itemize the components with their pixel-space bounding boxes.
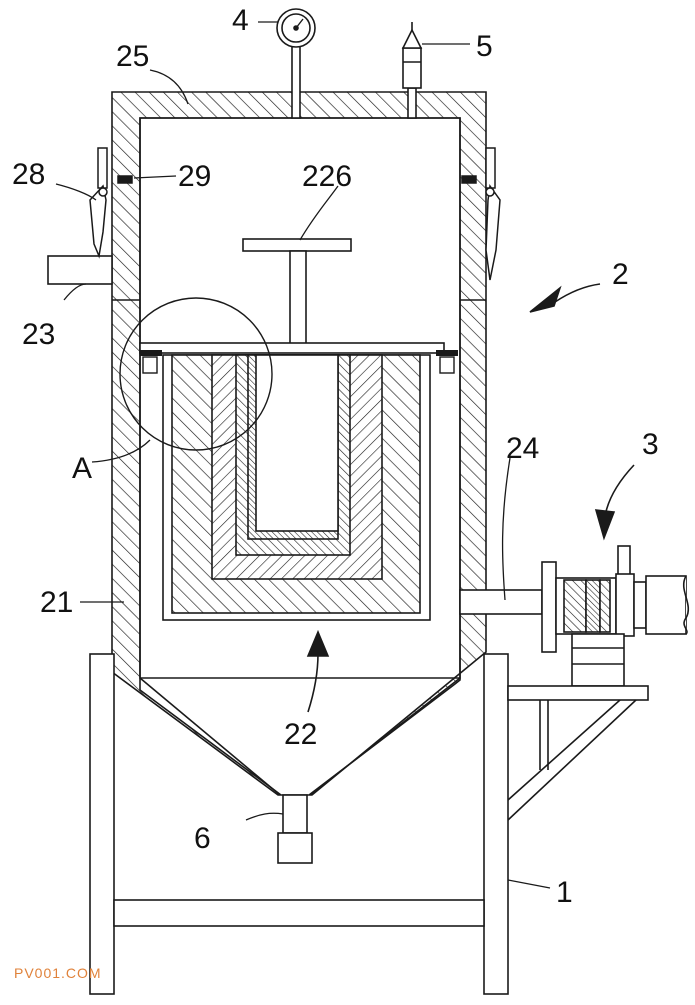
detail-circle-a	[119, 297, 273, 451]
press-rod	[242, 238, 352, 345]
press-plate	[139, 342, 445, 354]
label-2: 2	[612, 258, 629, 291]
label-a: A	[72, 452, 92, 485]
support-frame	[89, 653, 649, 995]
label-226: 226	[302, 160, 352, 193]
outlet-assembly	[459, 545, 690, 687]
callout-labels: 4 5 25 28 29 226 2 23 A 24 3 21 22 6 1	[12, 4, 659, 909]
left-clamp	[89, 147, 133, 259]
label-21: 21	[40, 586, 73, 619]
discharge-outlet	[277, 794, 313, 864]
safety-valve	[401, 22, 423, 119]
label-29: 29	[178, 160, 211, 193]
label-5: 5	[476, 30, 493, 63]
label-6: 6	[194, 822, 211, 855]
arrows	[306, 283, 635, 713]
label-28: 28	[12, 158, 45, 191]
label-22: 22	[284, 718, 317, 751]
mold-basket	[162, 354, 431, 621]
label-1: 1	[556, 876, 573, 909]
watermark: PV001.COM	[14, 965, 102, 981]
pressure-gauge	[276, 8, 316, 119]
side-handle	[47, 255, 113, 285]
label-25: 25	[116, 40, 149, 73]
label-23: 23	[22, 318, 55, 351]
leader-lines	[55, 21, 551, 889]
label-4: 4	[232, 4, 249, 37]
label-3: 3	[642, 428, 659, 461]
right-clamp	[461, 147, 501, 281]
label-24: 24	[506, 432, 539, 465]
